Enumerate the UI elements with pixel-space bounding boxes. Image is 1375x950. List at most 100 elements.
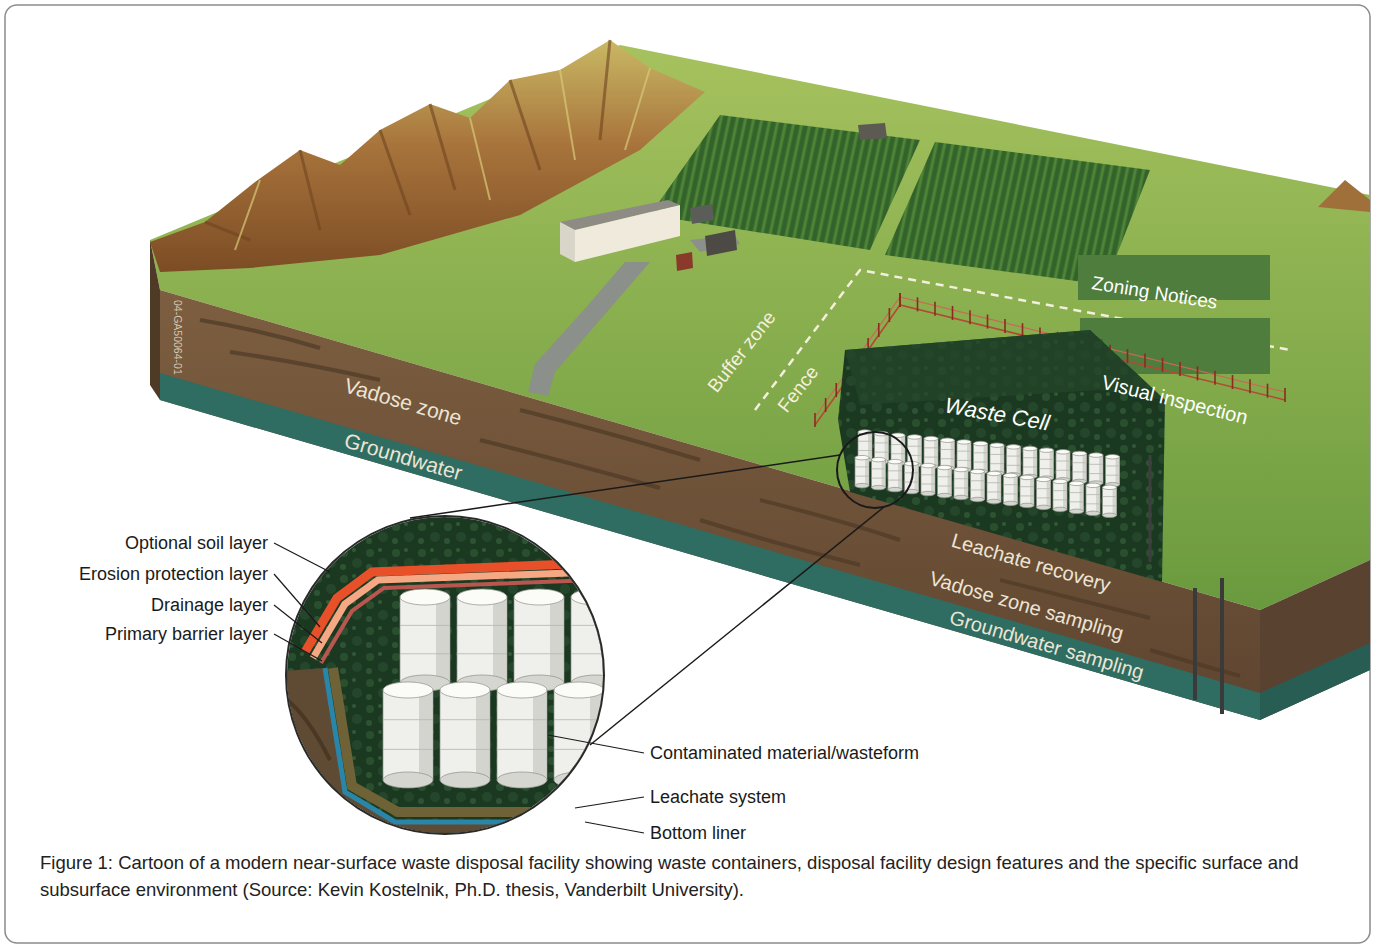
fence-post bbox=[1004, 319, 1006, 333]
drum-base bbox=[1070, 509, 1084, 513]
drum-base bbox=[855, 483, 869, 487]
drum-shade bbox=[1116, 457, 1120, 485]
drum-hoop bbox=[858, 441, 872, 442]
drum-body bbox=[1070, 483, 1084, 511]
drum-base bbox=[1053, 507, 1067, 511]
drum-shade bbox=[1096, 485, 1100, 513]
drum-hoop bbox=[858, 450, 872, 451]
drum-body bbox=[1040, 450, 1054, 478]
drum-shade bbox=[1080, 483, 1084, 511]
drum-base bbox=[383, 772, 433, 788]
fence-post bbox=[1284, 388, 1286, 402]
drum-hoop bbox=[891, 453, 905, 454]
drum-hoop bbox=[400, 653, 450, 654]
drum-body bbox=[1073, 453, 1087, 481]
callout-leader bbox=[548, 735, 644, 753]
drum-lid bbox=[1037, 477, 1051, 481]
drum-body bbox=[554, 690, 604, 780]
drum-hoop bbox=[1037, 488, 1051, 489]
drum-hoop bbox=[1086, 494, 1100, 495]
waste-drum bbox=[440, 682, 490, 788]
fence-post bbox=[814, 413, 816, 427]
drum-hoop bbox=[1004, 484, 1018, 485]
drum-body bbox=[990, 445, 1004, 473]
drum-hoop bbox=[941, 449, 955, 450]
waste-drum bbox=[1073, 451, 1087, 483]
drum-lid bbox=[1023, 446, 1037, 450]
drum-body bbox=[974, 444, 988, 472]
fence-post bbox=[1214, 371, 1216, 385]
waste-drum bbox=[1056, 450, 1070, 482]
distant-hill bbox=[1318, 180, 1370, 212]
drum-hoop bbox=[497, 749, 547, 750]
drum-hoop bbox=[938, 476, 952, 477]
drum-body bbox=[888, 462, 902, 490]
waste-drum bbox=[1023, 446, 1037, 478]
drum-shade bbox=[984, 444, 988, 472]
boundary-label: Buffer zone bbox=[703, 307, 780, 397]
drum-hoop bbox=[875, 452, 889, 453]
figure-caption: Figure 1: Cartoon of a modern near-surfa… bbox=[40, 850, 1340, 904]
drum-lid bbox=[1020, 475, 1034, 479]
waste-drum bbox=[954, 467, 968, 499]
drum-hoop bbox=[1086, 503, 1100, 504]
drum-shade bbox=[1099, 455, 1103, 483]
native-soil bbox=[270, 668, 620, 860]
drum-hoop bbox=[990, 454, 1004, 455]
drum-body bbox=[1023, 449, 1037, 477]
drum-hoop bbox=[1020, 486, 1034, 487]
callout-leader bbox=[274, 543, 330, 572]
drum-shade bbox=[436, 597, 450, 683]
drum-body bbox=[987, 473, 1001, 501]
drum-base bbox=[921, 491, 935, 495]
fence-post bbox=[952, 306, 954, 320]
waste-drum bbox=[1020, 475, 1034, 507]
drum-hoop bbox=[554, 749, 604, 750]
drum-shade bbox=[951, 440, 955, 468]
drum-lid bbox=[1053, 479, 1067, 483]
drum-lid bbox=[1089, 453, 1103, 457]
drum-base bbox=[1086, 511, 1100, 515]
fence-post bbox=[1232, 375, 1234, 389]
drum-hoop bbox=[400, 625, 450, 626]
house bbox=[676, 252, 693, 271]
building-wall bbox=[575, 205, 680, 262]
drum-hoop bbox=[954, 478, 968, 479]
drum-lid bbox=[1073, 451, 1087, 455]
magnifier-leader bbox=[410, 455, 840, 518]
drum-hoop bbox=[941, 458, 955, 459]
fence-post bbox=[1267, 384, 1269, 398]
waste-drum bbox=[1037, 477, 1051, 509]
drum-lid bbox=[1103, 485, 1117, 489]
drum-lid bbox=[954, 467, 968, 471]
drum-hoop bbox=[957, 460, 971, 461]
drum-hoop bbox=[1089, 464, 1103, 465]
fence-post bbox=[899, 293, 901, 307]
drum-body bbox=[855, 458, 869, 486]
fence-post bbox=[917, 297, 919, 311]
mountain-range bbox=[150, 40, 705, 272]
drum-hoop bbox=[440, 719, 490, 720]
drum-body bbox=[1004, 475, 1018, 503]
drum-lid bbox=[400, 589, 450, 605]
waste-drum bbox=[1053, 479, 1067, 511]
drum-lid bbox=[941, 438, 955, 442]
callout-leader bbox=[274, 574, 320, 627]
drum-hoop bbox=[440, 749, 490, 750]
drum-lid bbox=[855, 455, 869, 459]
fence-post bbox=[1022, 323, 1024, 337]
drum-shade bbox=[1047, 479, 1051, 507]
drum-shade bbox=[1083, 453, 1087, 481]
callout-label: Drainage layer bbox=[151, 595, 268, 616]
drum-hoop bbox=[1106, 465, 1120, 466]
drum-hoop bbox=[905, 472, 919, 473]
drum-hoop bbox=[938, 486, 952, 487]
drum-body bbox=[514, 597, 564, 683]
drum-lid bbox=[888, 459, 902, 463]
drum-hoop bbox=[1073, 462, 1087, 463]
drum-shade bbox=[1063, 481, 1067, 509]
drum-body bbox=[1103, 487, 1117, 515]
drum-hoop bbox=[1070, 501, 1084, 502]
callout-leader bbox=[274, 605, 322, 643]
